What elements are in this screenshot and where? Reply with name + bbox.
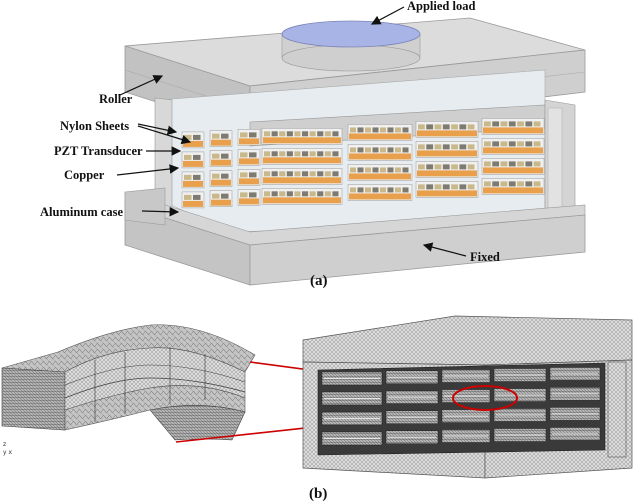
- transducer-cell: [261, 128, 343, 145]
- meshed-cell: [549, 387, 601, 401]
- transducer-cell: [181, 171, 205, 189]
- meshed-cell: [549, 407, 601, 421]
- transducer-stack: [154, 69, 576, 233]
- meshed-cell: [385, 430, 439, 444]
- meshed-cell: [441, 429, 491, 443]
- transducer-cell: [347, 124, 413, 141]
- meshed-cell: [493, 388, 547, 402]
- transducer-cell: [415, 161, 479, 178]
- label-fixed: Fixed: [470, 250, 500, 264]
- arrow-fixed: [422, 242, 467, 257]
- meshed-cell: [549, 427, 601, 441]
- meshed-cell: [321, 431, 383, 446]
- transducer-cell: [209, 150, 233, 167]
- transducer-cell: [261, 148, 343, 165]
- meshed-cell: [441, 369, 491, 383]
- transducer-cell: [261, 168, 343, 185]
- meshed-cell: [441, 389, 491, 403]
- meshed-full-model: [302, 315, 633, 479]
- meshed-cell: [385, 370, 439, 384]
- caption-a: (a): [310, 273, 328, 289]
- transducer-cell: [209, 130, 233, 147]
- load-disc: [281, 20, 421, 72]
- zoomed-cell-mesh: z y x: [1, 324, 256, 456]
- label-pzt-transducer: PZT Transducer: [54, 144, 143, 158]
- meshed-cell: [321, 391, 383, 406]
- transducer-cell: [181, 151, 205, 169]
- label-roller: Roller: [99, 92, 133, 106]
- label-aluminum-case: Aluminum case: [40, 205, 123, 219]
- transducer-cell: [261, 188, 343, 205]
- aluminum-case-base: [124, 187, 586, 286]
- transducer-cell: [347, 164, 413, 181]
- transducer-cell: [347, 144, 413, 161]
- meshed-cell: [441, 409, 491, 423]
- caption-b: (b): [309, 486, 327, 502]
- transducer-cell: [481, 138, 545, 155]
- transducer-cell: [347, 184, 413, 201]
- arrow-nylon-2: [137, 125, 192, 145]
- transducer-cell: [481, 178, 545, 195]
- meshed-cell: [321, 411, 383, 426]
- transducer-cell: [237, 149, 261, 166]
- meshed-cell: [385, 410, 439, 424]
- arrow-nylon-1: [137, 123, 178, 135]
- meshed-cell: [493, 368, 547, 382]
- meshed-cell: [493, 428, 547, 442]
- meshed-cell: [549, 367, 601, 381]
- transducer-cell: [237, 169, 261, 186]
- meshed-cell: [321, 371, 383, 386]
- meshed-cell: [493, 408, 547, 422]
- transducer-cell: [237, 129, 261, 146]
- axis-z-label: z: [3, 441, 6, 448]
- transducer-cell: [209, 170, 233, 187]
- transducer-cell: [415, 141, 479, 158]
- panel-a: Applied load Roller Nylon Sheets PZT Tra…: [40, 0, 586, 289]
- transducer-cell: [181, 191, 205, 209]
- arrow-roller: [119, 75, 164, 96]
- transducer-cell: [209, 190, 233, 207]
- transducer-cell: [415, 181, 479, 198]
- arrow-copper: [116, 164, 180, 176]
- label-nylon-sheets: Nylon Sheets: [60, 119, 129, 133]
- transducer-cell: [237, 189, 261, 206]
- meshed-cell: [385, 390, 439, 404]
- panel-b: z y x (b): [1, 315, 633, 502]
- transducer-cell: [415, 121, 479, 138]
- transducer-cell: [481, 158, 545, 175]
- transducer-cell: [181, 131, 205, 149]
- arrow-aluminum-case: [141, 206, 180, 217]
- label-applied-load: Applied load: [407, 0, 475, 13]
- axis-yx-label: y x: [3, 449, 12, 456]
- label-copper: Copper: [64, 168, 105, 182]
- transducer-cell: [481, 118, 545, 135]
- arrow-applied-load: [370, 6, 405, 25]
